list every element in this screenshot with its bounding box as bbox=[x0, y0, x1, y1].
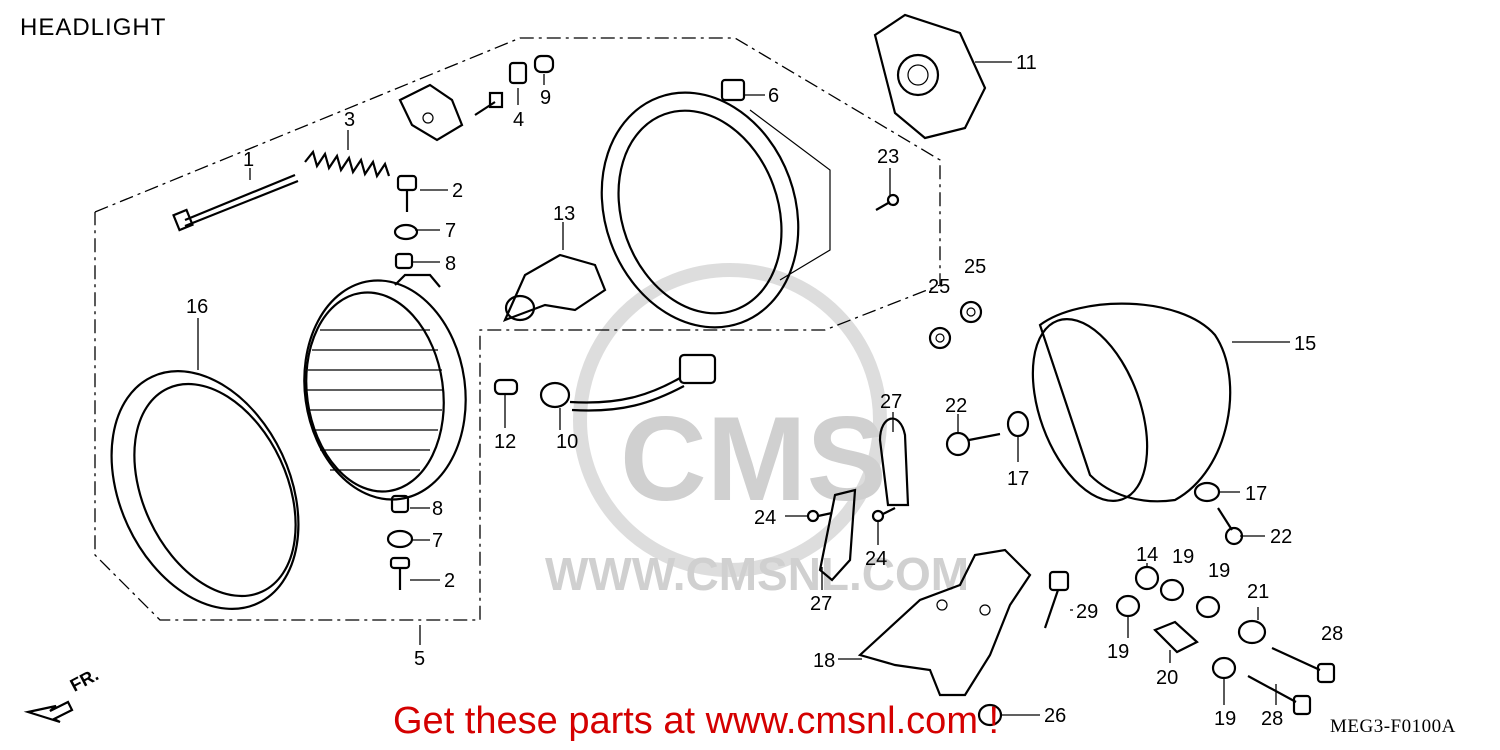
nut-part-25-a bbox=[928, 326, 952, 350]
callout-12: 12 bbox=[494, 431, 516, 453]
collar-part-9 bbox=[533, 54, 555, 74]
callout-9: 9 bbox=[540, 87, 551, 109]
callout-28-b: 28 bbox=[1261, 708, 1283, 730]
grommet-part-8-lower bbox=[390, 494, 410, 514]
promo-banner[interactable]: Get these parts at www.cmsnl.com ! bbox=[393, 700, 1000, 742]
bulb-part-12 bbox=[493, 378, 519, 396]
bolt-part-1 bbox=[172, 173, 299, 232]
rubber-part-14 bbox=[1134, 565, 1160, 591]
clamp-part-27-lower bbox=[818, 488, 857, 582]
callout-6: 6 bbox=[768, 85, 779, 107]
clamp-part-27-upper bbox=[878, 417, 910, 507]
callout-4: 4 bbox=[513, 109, 524, 131]
callout-27-upper: 27 bbox=[880, 391, 902, 413]
assembly-boundary bbox=[94, 37, 941, 621]
spacer-part-20 bbox=[1153, 620, 1199, 654]
bulb-part-13 bbox=[502, 253, 607, 322]
clip-part-6 bbox=[720, 78, 746, 102]
washer-part-17-a bbox=[1006, 410, 1030, 438]
callout-8-upper: 8 bbox=[445, 253, 456, 275]
callout-24-b: 24 bbox=[865, 548, 887, 570]
collar-part-19-b bbox=[1115, 594, 1141, 618]
spring-part-3 bbox=[304, 149, 391, 179]
callout-22-b: 22 bbox=[1270, 526, 1292, 548]
callout-5: 5 bbox=[414, 648, 425, 670]
callout-19-c: 19 bbox=[1107, 641, 1129, 663]
callout-26: 26 bbox=[1044, 705, 1066, 727]
callout-21: 21 bbox=[1247, 581, 1269, 603]
callout-1: 1 bbox=[243, 149, 254, 171]
adjuster-bracket bbox=[398, 83, 464, 142]
callout-29: 29 bbox=[1076, 601, 1098, 623]
callout-11: 11 bbox=[1016, 52, 1037, 74]
nut-part-4 bbox=[508, 61, 528, 85]
socket-wire-part-10 bbox=[539, 353, 717, 412]
bolt-part-28-a bbox=[1271, 647, 1336, 684]
nut-part-25-b bbox=[959, 300, 983, 324]
callout-13: 13 bbox=[553, 203, 575, 225]
screw-part-2-lower bbox=[389, 556, 411, 590]
callout-24-a: 24 bbox=[754, 507, 776, 529]
leader-lines bbox=[197, 61, 1290, 716]
callout-19-a: 19 bbox=[1172, 546, 1194, 568]
collar-part-19-a bbox=[1159, 578, 1185, 602]
screw-part-4 bbox=[474, 91, 504, 116]
callout-25-b: 25 bbox=[964, 256, 986, 278]
washer-part-7-upper bbox=[393, 223, 419, 241]
callout-23: 23 bbox=[877, 146, 899, 168]
callout-19-d: 19 bbox=[1214, 708, 1236, 730]
callout-10: 10 bbox=[556, 431, 578, 453]
diagram-title: HEADLIGHT bbox=[20, 14, 167, 41]
callout-16: 16 bbox=[186, 296, 208, 318]
screw-part-23 bbox=[875, 193, 900, 211]
watermark-url: WWW.CMSNL.COM bbox=[545, 548, 969, 600]
watermark-logo: CMS WWW.CMSNL.COM bbox=[545, 263, 969, 600]
mounting-ring bbox=[600, 91, 831, 329]
bolt-part-28-b bbox=[1247, 675, 1312, 716]
callout-8-lower: 8 bbox=[432, 498, 443, 520]
bolt-part-22-a bbox=[945, 431, 1001, 457]
callout-27-lower: 27 bbox=[810, 593, 832, 615]
collar-part-21 bbox=[1237, 619, 1267, 645]
callout-numbers: 1 2 3 4 5 6 7 8 9 10 11 12 13 14 15 16 1… bbox=[186, 52, 1343, 730]
callout-17-b: 17 bbox=[1245, 483, 1267, 505]
headlight-unit-part-5 bbox=[303, 273, 467, 501]
callout-20: 20 bbox=[1156, 667, 1178, 689]
washer-part-17-b bbox=[1193, 481, 1221, 503]
callout-3: 3 bbox=[344, 109, 355, 131]
screw-part-2-upper bbox=[396, 174, 418, 212]
callout-14: 14 bbox=[1136, 544, 1158, 566]
headlight-rim-part-16 bbox=[110, 370, 300, 610]
bolt-part-29 bbox=[1043, 570, 1070, 629]
washer-part-7-lower bbox=[386, 529, 414, 549]
callout-22-a: 22 bbox=[945, 395, 967, 417]
callout-7-upper: 7 bbox=[445, 220, 456, 242]
callout-2-lower: 2 bbox=[444, 570, 455, 592]
callout-18: 18 bbox=[813, 650, 835, 672]
collar-part-19-d bbox=[1211, 656, 1237, 680]
stay-bracket-part-18 bbox=[857, 548, 1032, 697]
callout-17-a: 17 bbox=[1007, 468, 1029, 490]
callout-25-a: 25 bbox=[928, 276, 950, 298]
watermark-logo-text: CMS bbox=[620, 392, 887, 526]
callout-19-b: 19 bbox=[1208, 560, 1230, 582]
headlight-case-part-15 bbox=[1031, 302, 1232, 503]
socket-cover-part-11 bbox=[873, 13, 987, 140]
front-direction-arrow-icon bbox=[23, 700, 74, 724]
diagram-code: MEG3-F0100A bbox=[1330, 716, 1456, 737]
callout-28-a: 28 bbox=[1321, 623, 1343, 645]
grommet-part-8-upper bbox=[394, 252, 414, 270]
callout-2-upper: 2 bbox=[452, 180, 463, 202]
callout-15: 15 bbox=[1294, 333, 1316, 355]
callout-7-lower: 7 bbox=[432, 530, 443, 552]
collar-part-19-c bbox=[1195, 595, 1221, 619]
bolt-part-22-b bbox=[1217, 507, 1244, 546]
